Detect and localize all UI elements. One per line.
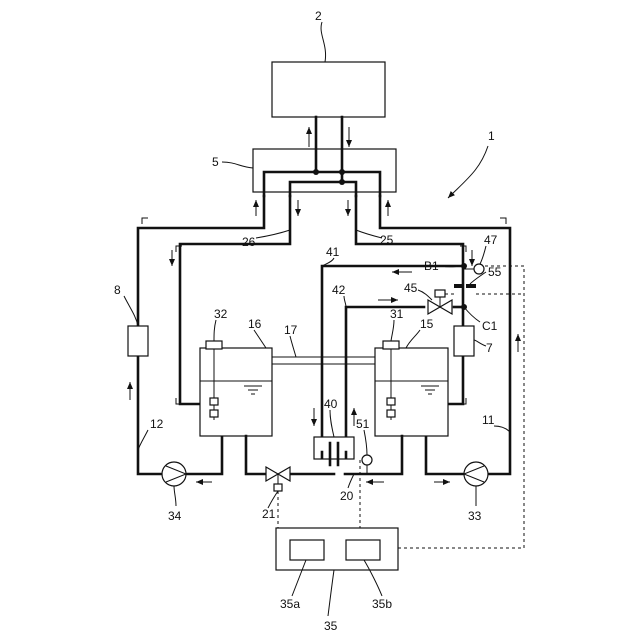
cooler-8 (128, 326, 148, 356)
leader-17 (290, 336, 296, 357)
leader-32 (214, 320, 216, 341)
label-45: 45 (404, 281, 418, 295)
label-25: 25 (380, 233, 394, 247)
unit-2-leader (321, 22, 326, 62)
label-7: 7 (486, 341, 493, 355)
leader-51 (364, 430, 367, 455)
tank-16-cap-32 (206, 341, 222, 349)
label-B1: B1 (424, 259, 439, 273)
unit-5-box (253, 149, 396, 192)
label-26: 26 (242, 235, 256, 249)
bracket-right-top (500, 218, 506, 224)
leader-21 (268, 491, 278, 508)
leader-1 (448, 146, 488, 198)
leader-C1 (464, 307, 480, 322)
pipe-20-left (246, 436, 266, 474)
valve-21 (266, 467, 290, 491)
label-C1: C1 (482, 319, 498, 333)
label-17: 17 (284, 323, 298, 337)
label-1: 1 (488, 129, 495, 143)
label-35: 35 (324, 619, 338, 633)
leader-20 (348, 474, 354, 488)
unit-2-box (272, 62, 385, 117)
label-16: 16 (248, 317, 262, 331)
label-2: 2 (315, 9, 322, 23)
controller-35b (346, 540, 380, 560)
tank-16 (200, 348, 272, 436)
label-33: 33 (468, 509, 482, 523)
label-12: 12 (150, 417, 164, 431)
leader-47 (480, 246, 486, 264)
cooler-7 (454, 326, 474, 356)
label-8: 8 (114, 283, 121, 297)
label-35b: 35b (372, 597, 392, 611)
label-5: 5 (212, 155, 219, 169)
leader-16 (254, 330, 266, 348)
junction-5b (339, 169, 345, 175)
label-35a: 35a (280, 597, 300, 611)
bracket-left-top (142, 218, 148, 224)
label-47: 47 (484, 233, 498, 247)
leader-7 (474, 340, 486, 346)
label-11: 11 (482, 413, 495, 427)
leader-12 (138, 430, 148, 450)
leader-45 (418, 290, 432, 300)
label-55: 55 (488, 265, 502, 279)
valve-45 (428, 290, 452, 314)
junction-5a (313, 169, 319, 175)
pump-34 (162, 462, 186, 486)
signal-line-sensor-51 (360, 460, 367, 528)
leader-25 (356, 230, 382, 238)
label-32: 32 (214, 307, 228, 321)
unit-40-box (314, 437, 354, 459)
controller-35a (290, 540, 324, 560)
label-34: 34 (168, 509, 182, 523)
leader-26 (256, 230, 290, 238)
leader-11 (494, 426, 510, 432)
pipe-11-pump-to-tank (426, 436, 464, 474)
label-51: 51 (356, 417, 370, 431)
leader-15 (406, 330, 420, 348)
leader-31 (391, 320, 394, 341)
pipe-12-pump-to-tank (186, 436, 222, 474)
unit-5-leader (222, 162, 253, 168)
label-15: 15 (420, 317, 434, 331)
leader-35 (328, 570, 334, 616)
label-31: 31 (390, 307, 404, 321)
leader-42 (344, 296, 346, 307)
junction-5c (339, 179, 345, 185)
pump-33 (464, 462, 488, 486)
label-40: 40 (324, 397, 338, 411)
leader-40 (330, 410, 334, 437)
label-41: 41 (326, 245, 340, 259)
label-21: 21 (262, 507, 276, 521)
tank-15 (375, 348, 448, 436)
sensor-55 (454, 284, 476, 288)
leader-34 (174, 486, 176, 506)
tank-15-cap-31 (383, 341, 399, 349)
label-20: 20 (340, 489, 354, 503)
sensor-47 (464, 264, 484, 274)
leader-8 (124, 296, 138, 326)
label-42: 42 (332, 283, 346, 297)
